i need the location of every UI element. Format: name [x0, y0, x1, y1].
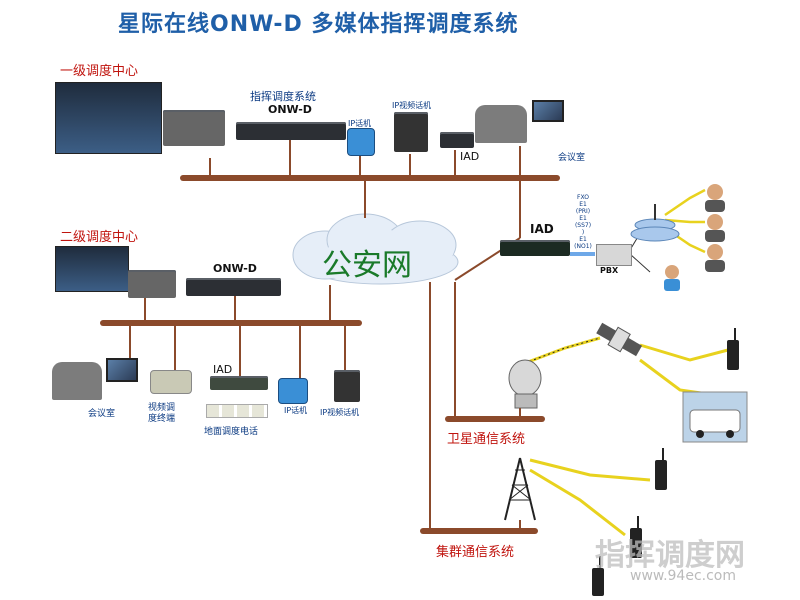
base-station-icon — [630, 204, 680, 242]
level2-meeting-display-icon — [106, 358, 138, 382]
satellite-system-label: 卫星通信系统 — [447, 432, 526, 447]
ip-videophone-icon — [394, 112, 428, 152]
control-room-image — [55, 82, 162, 154]
level2-control-room-image — [55, 246, 129, 292]
trunking-system-label: 集群通信系统 — [436, 545, 515, 560]
ground-phone-label: 地面调度电话 — [204, 427, 259, 437]
interface-label: (PRI) — [575, 208, 591, 215]
satellite-icon — [596, 322, 643, 357]
level2-onw-server-icon — [186, 278, 281, 296]
level2-iad-label: IAD — [213, 363, 233, 376]
network-cloud-label: 公安网 — [322, 248, 412, 283]
watermark-text: 指挥调度网 — [595, 538, 745, 573]
watermark-url: www.94ec.com — [630, 568, 736, 584]
level2-ip-videophone-icon — [334, 370, 360, 402]
level1-iad-label: IAD — [460, 150, 480, 163]
meeting-display-icon — [532, 100, 564, 122]
interface-label: E1 — [579, 215, 587, 222]
interface-label: FXO — [577, 194, 589, 201]
interface-label: ) — [581, 229, 585, 236]
level1-system-label: 指挥调度系统 — [250, 90, 316, 103]
level2-iad-device-icon — [210, 376, 268, 390]
level2-meeting-room-label: 会议室 — [88, 409, 116, 419]
ip-phone-icon — [347, 128, 375, 156]
meeting-people-icon — [475, 105, 527, 143]
right-iad-label: IAD — [530, 222, 554, 236]
ground-phones-icon — [206, 404, 268, 418]
interface-label: E1 — [579, 201, 587, 208]
level2-console-icon — [128, 270, 176, 298]
level2-meeting-people-icon — [52, 362, 102, 400]
right-iad-device-icon — [500, 240, 570, 256]
level2-onw-label: ONW-D — [213, 262, 257, 275]
cloud-shape — [292, 213, 459, 285]
pbx-label: PBX — [600, 266, 619, 275]
video-terminal-label-1: 视频调 — [148, 403, 176, 413]
level1-onw-label: ONW-D — [268, 103, 312, 116]
level2-ip-phone-label: IP话机 — [284, 406, 308, 415]
walkie-talkie-icon — [592, 328, 739, 596]
pbx-interfaces: FXO E1 (PRI) E1 (SS7) ) E1 (NO1) — [572, 194, 594, 250]
radio-tower-icon — [504, 457, 536, 521]
level1-bus — [180, 175, 560, 181]
pbx-device-icon — [596, 244, 632, 266]
level2-center-label: 二级调度中心 — [60, 230, 139, 245]
iad-device-icon — [440, 132, 474, 148]
level2-ip-phone-icon — [278, 378, 308, 404]
level1-meeting-room-label: 会议室 — [558, 153, 586, 163]
dispatch-console-icon — [163, 110, 225, 146]
interface-label: (SS7) — [574, 222, 592, 229]
level1-ip-phone-label: IP话机 — [348, 119, 372, 128]
van-icon — [682, 391, 748, 443]
level2-ip-videophone-label: IP视频话机 — [320, 408, 360, 417]
level1-ip-videophone-label: IP视频话机 — [392, 101, 432, 110]
trunking-bus — [420, 528, 538, 534]
level2-bus — [100, 320, 362, 326]
satellite-bus — [445, 416, 545, 422]
video-terminal-label-2: 度终端 — [148, 414, 176, 424]
diagram-title: 星际在线ONW-D 多媒体指挥调度系统 — [118, 12, 519, 37]
satellite-dish-icon — [508, 359, 542, 409]
interface-label: (NO1) — [574, 243, 592, 250]
level1-center-label: 一级调度中心 — [60, 64, 139, 79]
video-terminal-icon — [150, 370, 192, 394]
interface-label: E1 — [579, 236, 587, 243]
mobile-user-icon — [664, 184, 725, 291]
onw-server-icon — [236, 122, 346, 140]
